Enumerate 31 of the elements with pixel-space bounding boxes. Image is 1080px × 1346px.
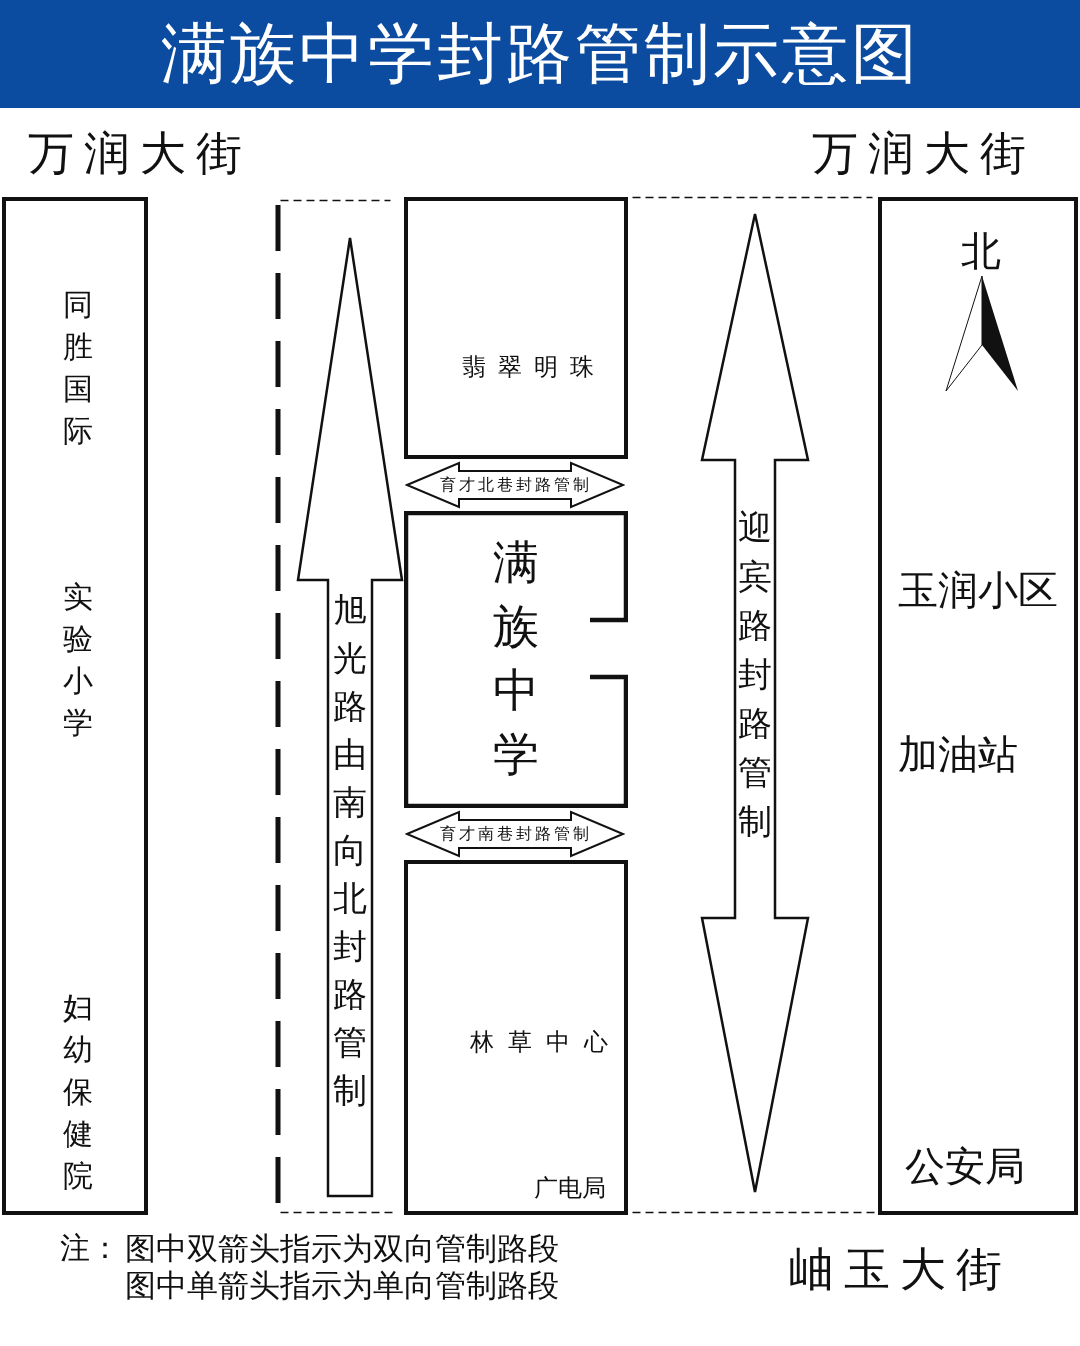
- building-name: 妇幼保健院: [62, 989, 94, 1195]
- road-closure-label: 育才北巷封路管制: [440, 476, 592, 494]
- city-block: [878, 197, 1078, 1215]
- two-way-closure-sign: [405, 810, 625, 858]
- street-name: 万润大街: [812, 125, 1036, 182]
- road-closure-label: 育才南巷封路管制: [440, 825, 592, 843]
- note-label: 注：: [60, 1229, 120, 1267]
- compass-north-label: 北: [961, 227, 1001, 276]
- note-text: 图中单箭头指示为单向管制路段: [125, 1266, 559, 1304]
- building-name: 广电局: [534, 1173, 606, 1204]
- building-block: [404, 860, 628, 1215]
- building-name: 林草中心: [470, 1027, 622, 1058]
- building-name: 公安局: [905, 1142, 1025, 1191]
- note-text: 图中双箭头指示为双向管制路段: [125, 1229, 559, 1267]
- building-block: [404, 197, 628, 459]
- street-name: 岫玉大街: [788, 1241, 1012, 1298]
- city-block: [2, 197, 148, 1215]
- school-name: 满族中学: [492, 534, 540, 783]
- school-building: [404, 511, 628, 808]
- building-name: 翡翠明珠: [462, 352, 606, 383]
- two-way-closure-sign: [405, 461, 625, 509]
- building-name: 同胜国际: [62, 286, 94, 450]
- two-way-closure-sign: [700, 212, 810, 1194]
- building-name: 实验小学: [62, 578, 94, 742]
- building-name: 玉润小区: [898, 566, 1058, 615]
- one-way-closure-sign: [296, 236, 404, 1198]
- street-name: 万润大街: [28, 125, 252, 182]
- road-closure-label: 旭光路由南向北封路管制: [332, 589, 368, 1112]
- road-closure-label: 迎宾路封路管制: [737, 506, 773, 843]
- building-name: 加油站: [898, 730, 1018, 779]
- diagram-title: 满族中学封路管制示意图: [160, 14, 920, 94]
